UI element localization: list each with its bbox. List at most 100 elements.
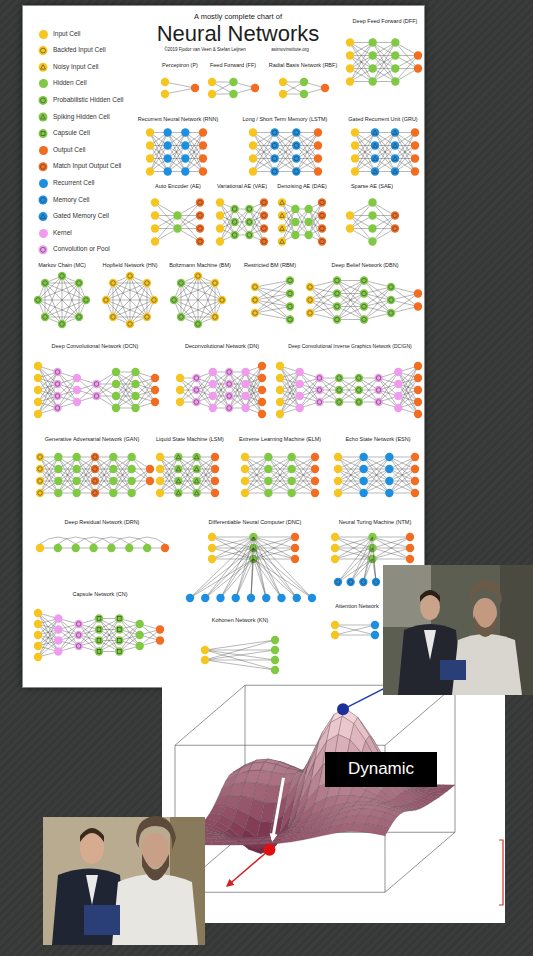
network-cell [385,477,393,485]
network-link [113,457,131,493]
network-link [373,537,411,559]
network-link [254,537,296,538]
network-cell [127,453,135,461]
network-cell [146,465,154,473]
network-link [212,537,254,548]
network-cell [209,392,217,400]
network-cell [174,477,182,485]
network-cell [109,453,117,461]
network-cell [260,211,268,219]
network-cell [109,465,117,473]
network-cell [315,386,323,394]
network-cell [127,477,135,485]
cell-mark [373,169,378,173]
network-cell [333,289,341,297]
network-link [337,281,364,320]
network-cell [391,128,399,136]
network-cell [112,380,120,388]
cell-mark [253,311,258,316]
cell-mark [41,214,46,218]
network-link [205,650,275,670]
network-cell [286,276,294,284]
network-link [58,457,76,493]
network-cell [174,489,182,497]
network-diagram [251,276,294,323]
network-cell [58,320,66,328]
cell-mark [152,298,157,303]
network-cell [176,398,184,406]
network-link [113,283,114,317]
network-cell [359,453,367,461]
network-link [275,133,297,172]
legend-symbol [39,96,48,105]
network-link [310,300,337,320]
network-diagram [102,272,158,328]
network-cell [411,489,419,497]
network-link [337,281,364,320]
cell-mark [361,580,366,585]
network-link [254,537,296,559]
network-cell [245,205,253,213]
network-link [45,316,79,317]
network-cell [308,594,316,602]
network-cell [156,636,164,644]
network-cell [211,489,219,497]
network-cell [196,211,204,219]
network-link [310,281,337,314]
network-cell [296,380,304,388]
network-link [251,559,254,598]
cell-mark [117,639,121,643]
network-cell [334,477,342,485]
cell-mark [194,388,199,393]
network-cell [251,296,259,304]
network-cell [230,205,238,213]
network-cell [161,544,169,552]
network-cell [151,386,159,394]
network-link [335,559,373,560]
network-cell [374,374,382,382]
network-cell [36,465,44,473]
network-cell [109,313,117,321]
network-cell [315,374,323,382]
cell-mark [272,130,277,135]
network-cell [192,453,200,461]
network-link [254,537,296,548]
network-cell [258,398,266,406]
network-link [338,457,364,469]
cell-mark [93,467,98,472]
cell-mark [320,226,325,231]
cell-mark [232,220,237,225]
network-cell [163,128,171,136]
network-link [255,281,290,314]
cell-mark [320,239,325,244]
network-cell [39,96,48,105]
surface-patch [439,785,455,788]
network-cell [201,594,209,602]
network-cell [249,141,257,149]
network-cell [394,404,402,412]
network-link [77,457,95,493]
network-cell [209,368,217,376]
network-cell [278,237,286,245]
network-cell [414,302,422,310]
network-link [373,43,396,82]
network-link [212,537,254,548]
network-link [375,133,395,172]
network-diagram [278,198,326,245]
network-cell [371,141,379,149]
network-diagram [279,78,329,98]
network-cell [53,380,61,388]
network-cell [211,453,219,461]
cell-mark [294,156,299,161]
network-link [338,457,364,493]
network-link [335,635,375,636]
network-cell [306,296,314,304]
network-link [275,133,297,172]
cell-mark [362,291,367,296]
cell-mark [253,298,258,303]
network-link [364,281,391,314]
network-cell [387,309,395,317]
network-cell [181,141,189,149]
cell-mark [43,281,48,286]
network-cell [368,38,376,46]
